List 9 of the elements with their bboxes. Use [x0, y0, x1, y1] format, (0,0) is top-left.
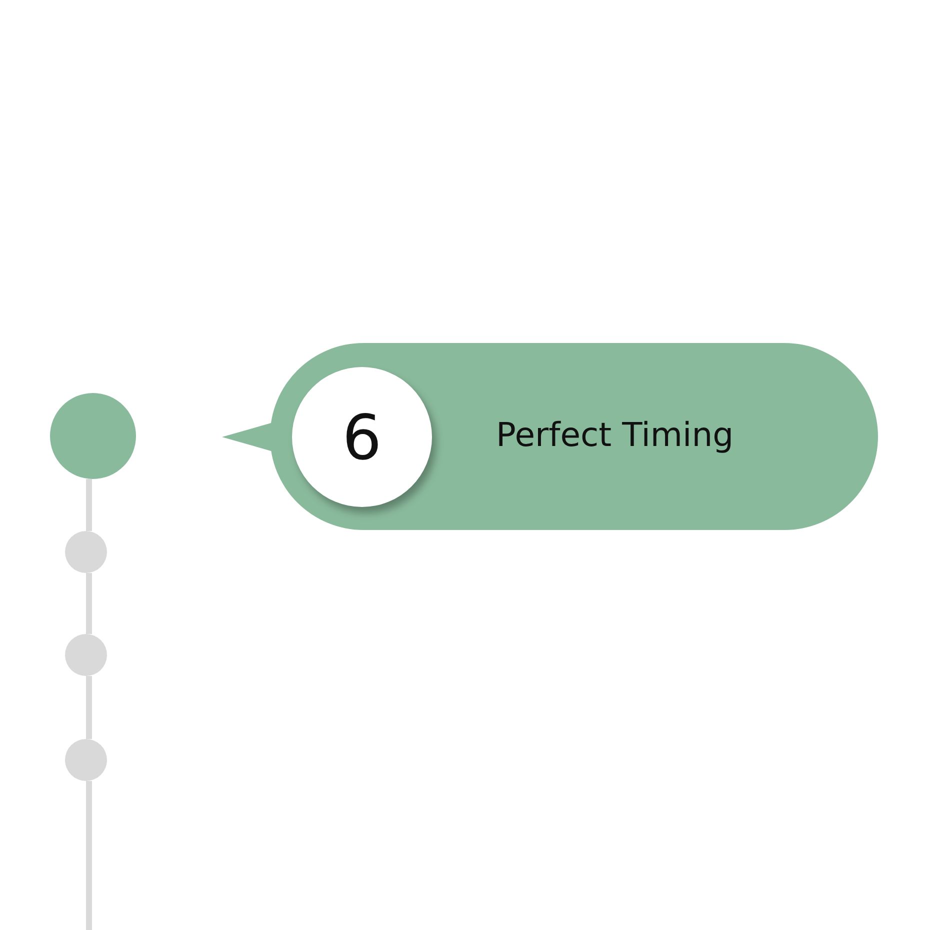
timeline-dot [65, 739, 107, 781]
timeline-line [86, 479, 92, 531]
timeline-line [86, 676, 92, 739]
step-number: 6 [342, 400, 382, 474]
timeline-line [86, 781, 92, 930]
timeline-line [86, 573, 92, 634]
timeline-dot [65, 531, 107, 573]
step-title: Perfect Timing [496, 415, 734, 454]
timeline-dot [65, 634, 107, 676]
